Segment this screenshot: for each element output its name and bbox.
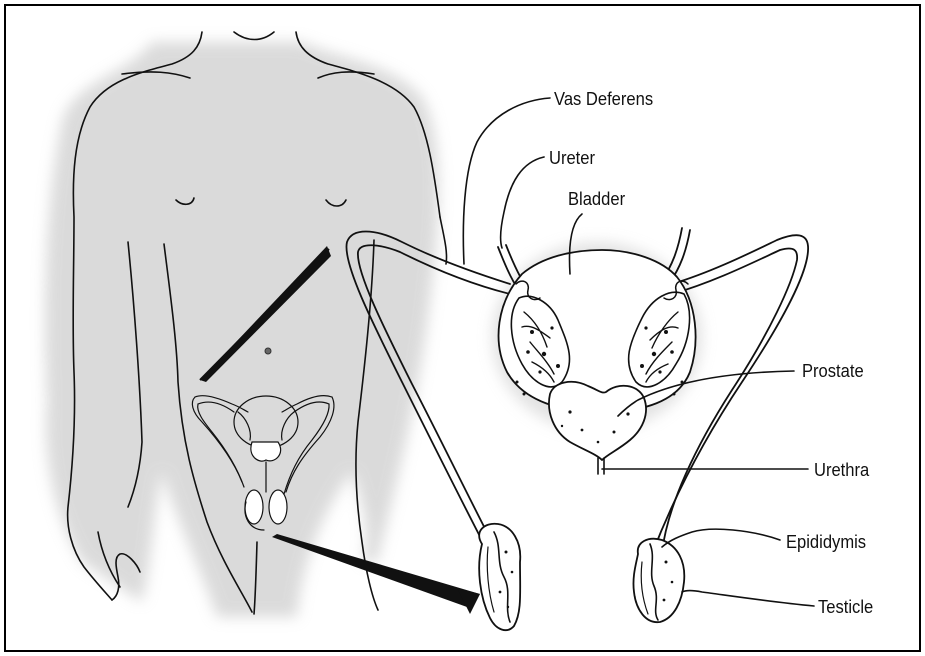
leader-epididymis xyxy=(662,529,780,547)
leader-vas-deferens xyxy=(463,98,550,264)
diagram-frame: Vas Deferens Ureter Bladder Prostate Ure… xyxy=(4,4,921,652)
leader-testicle xyxy=(682,591,814,607)
label-urethra: Urethra xyxy=(814,461,869,479)
label-testicle: Testicle xyxy=(818,598,873,616)
leader-ureter xyxy=(501,157,544,248)
body-shadow xyxy=(45,42,438,617)
label-bladder: Bladder xyxy=(568,190,625,208)
anatomy-illustration xyxy=(6,6,921,652)
label-prostate: Prostate xyxy=(802,362,864,380)
label-epididymis: Epididymis xyxy=(786,533,866,551)
label-vas-deferens: Vas Deferens xyxy=(554,90,653,108)
label-ureter: Ureter xyxy=(549,149,595,167)
